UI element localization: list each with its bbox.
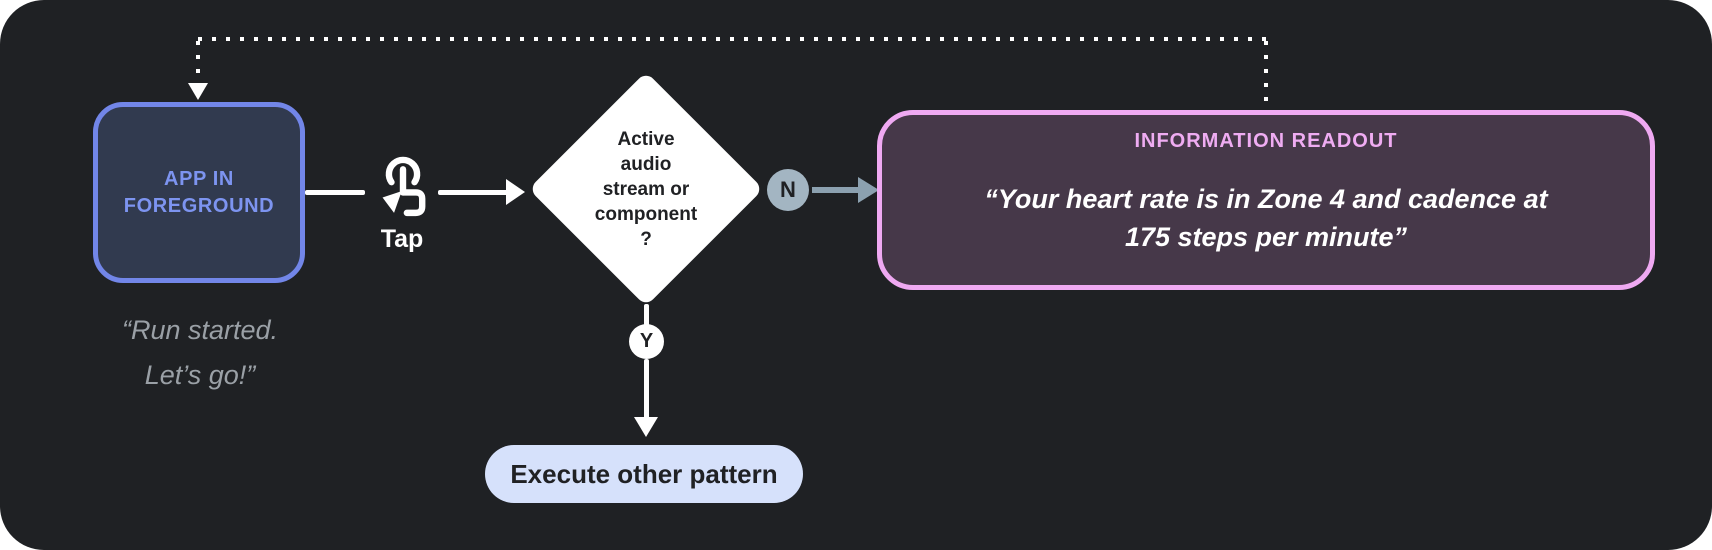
readout-quote: “Your heart rate is in Zone 4 and cadenc…: [984, 184, 1548, 252]
app-foreground-label: APP IN FOREGROUND: [123, 167, 275, 217]
app-voice-caption: “Run started. Let’s go!”: [121, 315, 279, 390]
arrow-yes-to-execute-head-icon: [634, 417, 658, 437]
feedback-arrowhead-down-icon: [188, 83, 208, 100]
arrow-tap-to-decision-head-icon: [506, 179, 525, 205]
feedback-dotted-line-right: [1264, 41, 1268, 105]
arrow-yes-to-execute-shaft: [644, 359, 649, 419]
arrow-app-to-tap: [305, 190, 365, 195]
feedback-dotted-line-left: [196, 41, 200, 83]
branch-no-badge: N: [767, 169, 809, 211]
feedback-dotted-line-top: [198, 37, 1268, 41]
execute-other-pattern-label: Execute other pattern: [510, 458, 778, 489]
arrow-no-to-readout-head-icon: [858, 177, 879, 203]
tap-label: Tap: [380, 225, 424, 253]
execute-other-pattern-node: Execute other pattern: [485, 445, 803, 503]
information-readout-node: INFORMATION READOUT “Your heart rate is …: [877, 110, 1655, 290]
tap-gesture-icon: [382, 156, 426, 217]
app-foreground-node: APP IN FOREGROUND: [93, 102, 305, 283]
branch-no-letter: N: [780, 177, 796, 202]
branch-yes-letter: Y: [639, 330, 654, 352]
decision-to-yes-stub: [644, 304, 649, 326]
branch-yes-badge: Y: [629, 324, 664, 359]
arrow-tap-to-decision-shaft: [438, 190, 508, 195]
decision-label: Active audio stream or component ?: [594, 129, 698, 250]
arrow-no-to-readout-shaft: [812, 187, 860, 193]
readout-title: INFORMATION READOUT: [1134, 130, 1398, 152]
